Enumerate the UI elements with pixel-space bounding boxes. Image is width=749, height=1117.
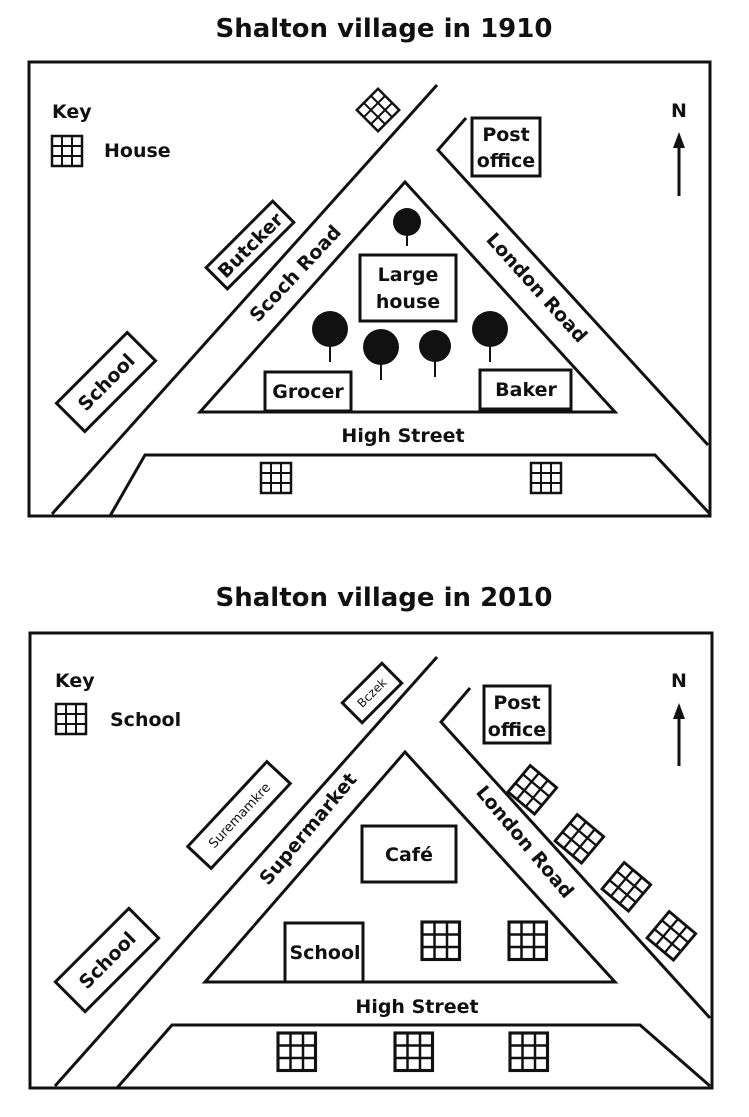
tree-icon [312, 311, 348, 362]
map-2010: Shalton village in 2010 Key School N Pos… [28, 583, 714, 1090]
road-edge [439, 687, 712, 1020]
north-label: N [671, 670, 687, 692]
arrow-head-icon [673, 703, 685, 719]
map-frame [27, 60, 712, 518]
key-item: School [110, 709, 181, 731]
baker [478, 368, 573, 411]
key-item: House [104, 140, 171, 162]
post-office-label: Post [493, 692, 540, 714]
tree-icon [363, 329, 399, 380]
house-icon [259, 461, 293, 495]
grocer [263, 370, 353, 413]
large-house-label: Large [378, 264, 439, 286]
south-block [108, 453, 712, 517]
north-label: N [671, 100, 687, 122]
school-label: School [289, 942, 360, 964]
school-icon [54, 702, 88, 736]
central-block [201, 749, 619, 984]
post-office-label: office [477, 150, 535, 172]
post-office-label: office [488, 719, 546, 741]
post-office [482, 684, 552, 745]
school [283, 921, 365, 984]
school-icon [393, 1031, 435, 1073]
tree-icon [419, 330, 451, 377]
small-shop: Bczek [340, 661, 404, 725]
large-house [358, 253, 458, 323]
post-office-label: Post [482, 124, 529, 146]
svg-text:Butcker: Butcker [214, 208, 289, 283]
map-frame [28, 631, 714, 1090]
house-icon [529, 461, 563, 495]
grocer-label: Grocer [272, 381, 344, 403]
school-icon [420, 920, 462, 962]
map-title: Shalton village in 1910 [216, 14, 553, 44]
school-icon [506, 764, 559, 816]
cafe-label: Café [385, 844, 433, 866]
map-title: Shalton village in 2010 [216, 583, 553, 613]
road-label-high-street: High Street [355, 996, 478, 1018]
key-label: Key [55, 670, 95, 692]
road-edge [53, 656, 439, 1087]
tree-icon [393, 208, 421, 246]
road-edge [50, 83, 439, 516]
central-block [196, 179, 619, 414]
school-icon [645, 910, 698, 962]
post-office [470, 116, 542, 178]
road-label-high-street: High Street [341, 425, 464, 447]
school-icon [508, 1031, 550, 1073]
tree-icon [472, 311, 508, 362]
arrow-head-icon [673, 132, 685, 148]
key-label: Key [52, 101, 92, 123]
school: School [53, 906, 161, 1014]
map-1910: Shalton village in 1910 Key House N Post… [27, 14, 712, 518]
road-edge [435, 117, 710, 447]
school-icon [276, 1031, 318, 1073]
cafe [360, 824, 458, 884]
baker-label: Baker [495, 379, 557, 401]
large-house-label: house [376, 291, 440, 313]
south-block [115, 1023, 711, 1089]
house-icon [50, 134, 84, 168]
house-icon [355, 87, 401, 133]
school-icon [507, 920, 549, 962]
school-icon [600, 861, 653, 913]
